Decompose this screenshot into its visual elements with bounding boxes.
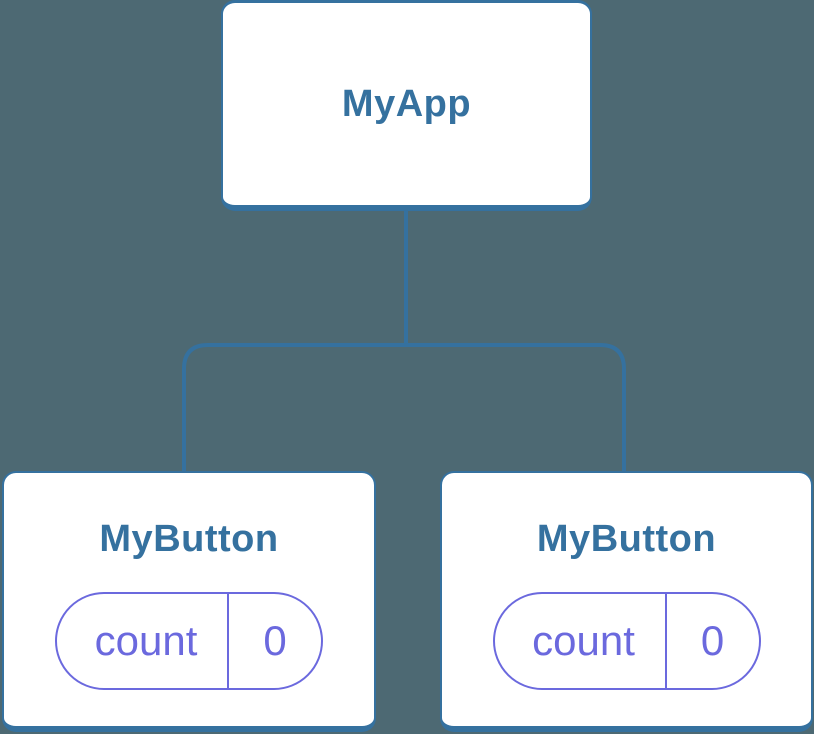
state-value: 0 <box>263 617 287 664</box>
component-card-mybutton-right: MyButton count 0 <box>440 471 813 732</box>
component-label: MyButton <box>99 518 279 560</box>
state-key-label: count <box>94 617 198 664</box>
state-value: 0 <box>700 617 725 664</box>
component-label: MyApp <box>341 83 472 125</box>
component-card-mybutton-left: MyButton count 0 <box>2 471 376 732</box>
state-pill-divider <box>664 594 667 688</box>
state-pill: count 0 <box>55 592 323 690</box>
component-card-myapp: MyApp <box>221 0 592 211</box>
state-pill: count 0 <box>492 592 761 690</box>
state-pill-divider <box>227 594 229 688</box>
branch-bracket-line <box>182 343 626 473</box>
component-label: MyButton <box>536 518 717 560</box>
state-key-label: count <box>532 617 635 664</box>
